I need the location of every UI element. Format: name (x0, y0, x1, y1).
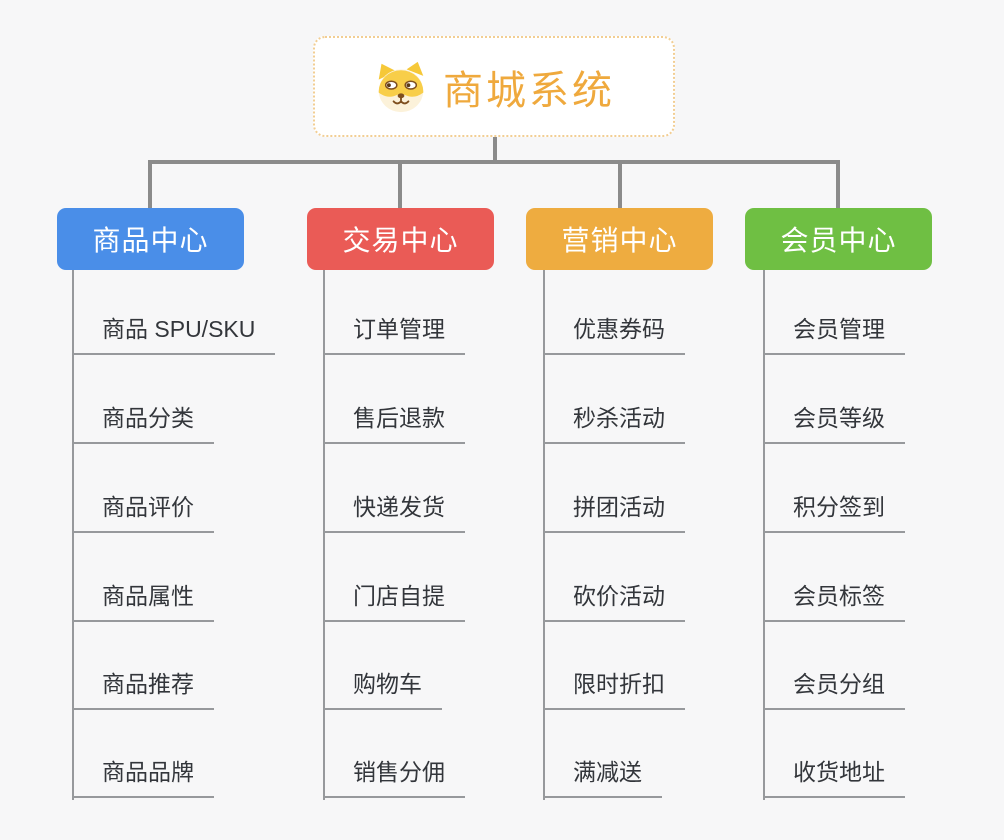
dog-face-icon (378, 61, 424, 112)
leaf-node[interactable]: 购物车 (323, 670, 442, 710)
leaf-node[interactable]: 会员标签 (763, 582, 905, 622)
branch-node-product-center[interactable]: 商品中心 (57, 208, 244, 270)
connector-drop-trade (398, 160, 402, 210)
leaf-node[interactable]: 会员分组 (763, 670, 905, 710)
leaf-spine-member (763, 270, 765, 800)
leaf-node[interactable]: 秒杀活动 (543, 404, 685, 444)
leaf-node[interactable]: 门店自提 (323, 582, 465, 622)
root-title: 商城系统 (443, 68, 615, 113)
branch-node-trade-center[interactable]: 交易中心 (307, 208, 494, 270)
leaf-spine-marketing (543, 270, 545, 800)
leaf-node[interactable]: 快递发货 (323, 493, 465, 533)
leaf-node[interactable]: 砍价活动 (543, 582, 685, 622)
leaf-node[interactable]: 限时折扣 (543, 670, 685, 710)
connector-drop-marketing (618, 160, 622, 210)
root-node[interactable]: 商城系统 (313, 36, 675, 137)
leaf-node[interactable]: 商品评价 (72, 493, 214, 533)
leaf-node[interactable]: 会员管理 (763, 315, 905, 355)
leaf-node[interactable]: 商品 SPU/SKU (72, 315, 276, 355)
leaf-node[interactable]: 售后退款 (323, 404, 465, 444)
leaf-spine-product (72, 270, 74, 800)
branch-node-marketing-center[interactable]: 营销中心 (526, 208, 713, 270)
connector-root-stub (493, 136, 497, 163)
leaf-node[interactable]: 商品推荐 (72, 670, 214, 710)
connector-drop-product (148, 160, 152, 210)
leaf-node[interactable]: 商品属性 (72, 582, 214, 622)
leaf-node[interactable]: 拼团活动 (543, 493, 685, 533)
leaf-node[interactable]: 积分签到 (763, 493, 905, 533)
branch-node-member-center[interactable]: 会员中心 (745, 208, 932, 270)
leaf-node[interactable]: 商品品牌 (72, 758, 214, 798)
leaf-node[interactable]: 订单管理 (323, 315, 465, 355)
leaf-node[interactable]: 收货地址 (763, 758, 905, 798)
leaf-node[interactable]: 会员等级 (763, 404, 905, 444)
leaf-node[interactable]: 满减送 (543, 758, 662, 798)
connector-horizontal-line (148, 160, 840, 164)
connector-drop-member (836, 160, 840, 210)
leaf-node[interactable]: 优惠券码 (543, 315, 685, 355)
leaf-node[interactable]: 商品分类 (72, 404, 214, 444)
leaf-spine-trade (323, 270, 325, 800)
leaf-node[interactable]: 销售分佣 (323, 758, 465, 798)
